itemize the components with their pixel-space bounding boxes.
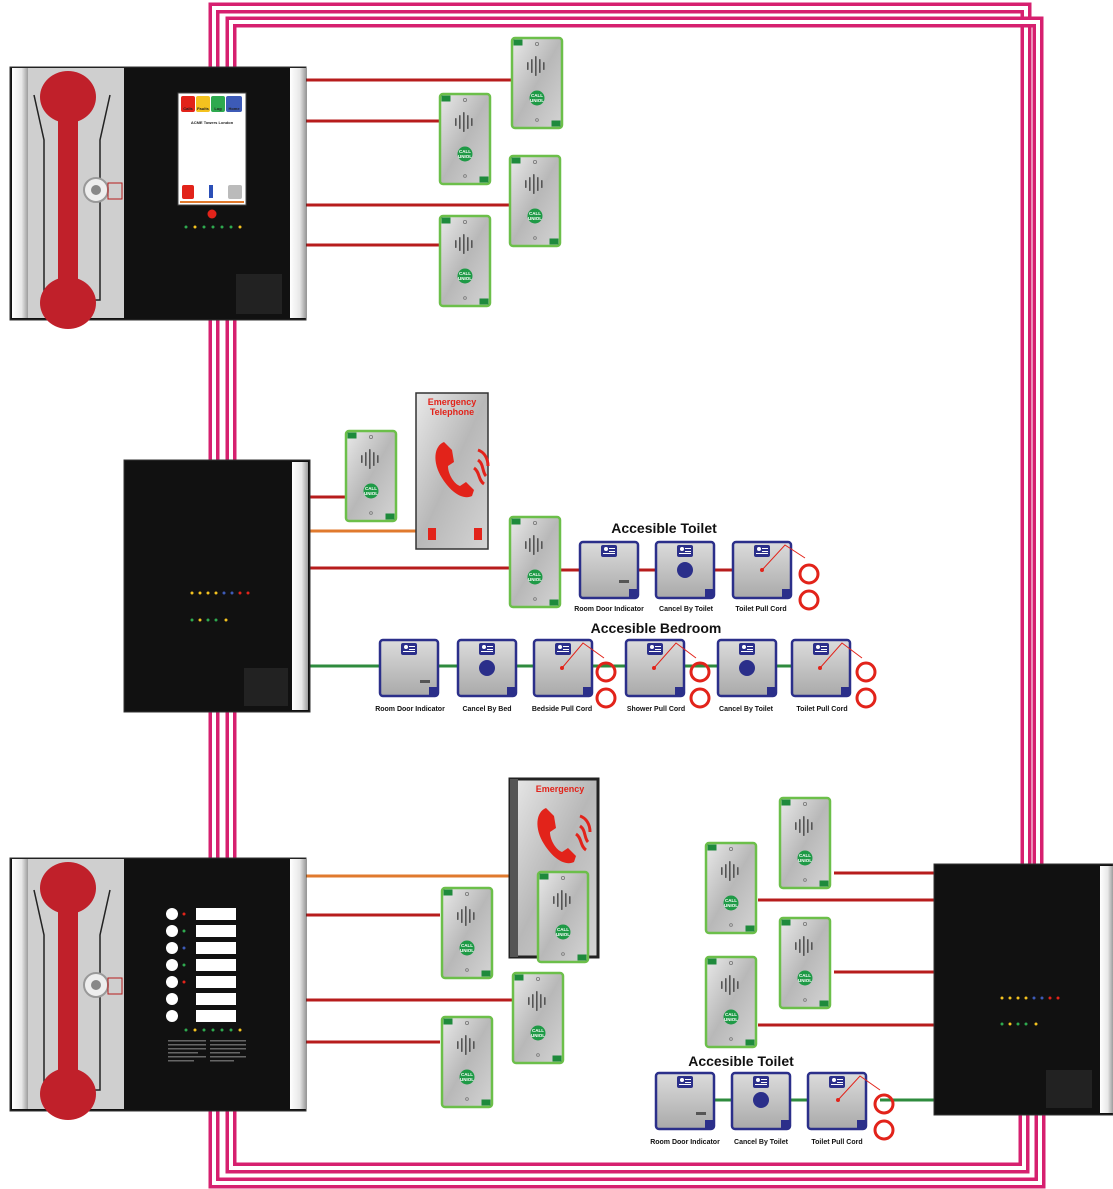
next-icon[interactable] <box>228 185 242 199</box>
tab-home-label: Home <box>228 106 240 111</box>
tab-home[interactable] <box>226 96 242 112</box>
tab-calls-label: Calls <box>183 106 193 111</box>
instruction-text <box>168 1040 246 1062</box>
group-accessible-bedroom: Accesible Bedroom Room Door Indicator Ca… <box>375 620 877 713</box>
status-leds <box>1000 996 1060 1026</box>
wheelchair-icon <box>428 528 436 540</box>
pull-cord-rings[interactable] <box>798 563 820 611</box>
outstation-unit[interactable] <box>440 1015 494 1109</box>
group-title: Accesible Bedroom <box>591 620 722 636</box>
group-accessible-toilet-bottom: Accesible Toilet Room Door Indicator Can… <box>650 1053 895 1146</box>
slave-panel-right <box>933 863 1113 1116</box>
group-accessible-toilet-top: Accesible Toilet Room Door Indicator Can… <box>574 520 820 613</box>
label-room-door-indicator: Room Door Indicator <box>375 706 445 713</box>
label-bedside-pull-cord: Bedside Pull Cord <box>532 706 592 713</box>
status-leds <box>190 591 250 622</box>
label-cancel-by-toilet: Cancel By Toilet <box>734 1139 789 1146</box>
status-leds <box>184 225 242 229</box>
outstation-unit[interactable] <box>778 796 832 890</box>
tab-faults-label: Faults <box>197 106 210 111</box>
info-icon[interactable] <box>209 185 213 198</box>
pull-cord-rings[interactable] <box>595 661 617 709</box>
tab-faults[interactable] <box>196 96 210 112</box>
tab-log-label: Log <box>214 106 222 111</box>
label-room-door-indicator: Room Door Indicator <box>650 1139 720 1146</box>
emergency-telephone-bottom[interactable]: Emergency <box>508 777 600 964</box>
tab-calls[interactable] <box>181 96 195 112</box>
pull-cord-rings[interactable] <box>873 1093 895 1141</box>
outstation-unit[interactable] <box>778 916 832 1010</box>
label-room-door-indicator: Room Door Indicator <box>574 606 644 613</box>
tab-log[interactable] <box>211 96 225 112</box>
outstation-unit[interactable] <box>704 841 758 935</box>
outstation-unit[interactable] <box>704 955 758 1049</box>
label-cancel-by-bed: Cancel By Bed <box>462 706 511 713</box>
outstation-unit[interactable] <box>511 971 565 1065</box>
call-lines <box>300 78 935 1044</box>
outstation-unit[interactable] <box>440 886 494 980</box>
master-panel-bottom <box>9 857 307 1120</box>
alarm-led <box>207 209 217 219</box>
master-panel-top: Calls Faults Log Home ACME Towers London <box>9 66 307 329</box>
emergency-title-line1: Emergency <box>428 397 477 407</box>
label-cancel-by-toilet: Cancel By Toilet <box>719 706 774 713</box>
outstation-unit[interactable] <box>536 870 590 964</box>
slave-panel-middle <box>123 459 311 713</box>
outstation-unit[interactable] <box>508 515 562 609</box>
emergency-telephone-top[interactable]: Emergency Telephone <box>415 392 490 550</box>
status-leds <box>184 1028 242 1032</box>
green-lines <box>308 664 935 1102</box>
zone-buttons[interactable] <box>166 908 236 1022</box>
label-toilet-pull-cord: Toilet Pull Cord <box>796 706 847 713</box>
hearing-loop-icon <box>474 528 482 540</box>
room-door-indicator[interactable] <box>654 1071 716 1131</box>
room-door-indicator[interactable] <box>578 540 640 600</box>
emergency-title-line2: Telephone <box>430 407 474 417</box>
pull-cord-rings[interactable] <box>855 661 877 709</box>
orange-lines <box>300 529 512 878</box>
outstation-unit[interactable] <box>510 36 564 130</box>
site-name: ACME Towers London <box>191 120 234 125</box>
group-title: Accesible Toilet <box>611 520 717 536</box>
outstation-unit[interactable] <box>344 429 398 523</box>
label-toilet-pull-cord: Toilet Pull Cord <box>735 606 786 613</box>
room-door-indicator[interactable] <box>378 638 440 698</box>
label-shower-pull-cord: Shower Pull Cord <box>627 706 685 713</box>
outstation-unit[interactable] <box>438 92 492 186</box>
outstation-unit[interactable] <box>438 214 492 308</box>
label-toilet-pull-cord: Toilet Pull Cord <box>811 1139 862 1146</box>
pull-cord-rings[interactable] <box>689 661 711 709</box>
outstation-unit[interactable] <box>508 154 562 248</box>
touch-screen[interactable]: Calls Faults Log Home ACME Towers London <box>177 92 247 206</box>
emergency-title-line1: Emergency <box>536 784 585 794</box>
group-title: Accesible Toilet <box>688 1053 794 1069</box>
lock-icon[interactable] <box>182 185 194 199</box>
label-cancel-by-toilet: Cancel By Toilet <box>659 606 714 613</box>
